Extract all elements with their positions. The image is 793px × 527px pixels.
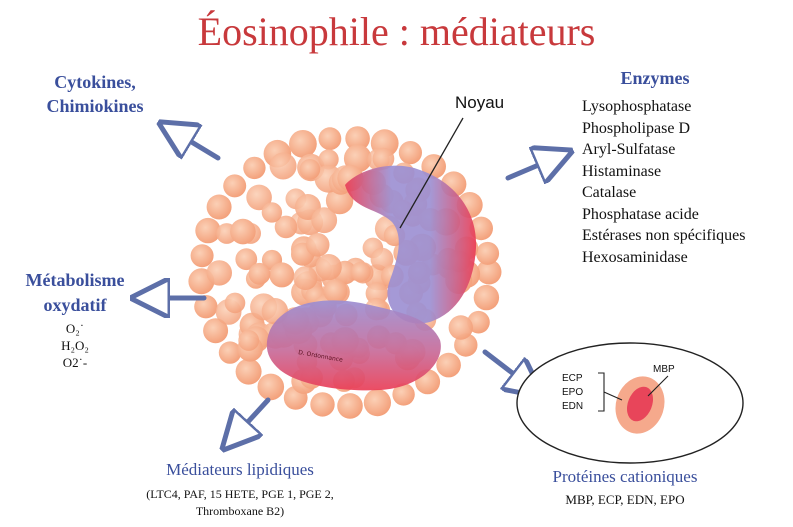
- granule: [310, 392, 334, 416]
- granule: [436, 353, 461, 378]
- granule: [311, 207, 337, 233]
- granule: [316, 254, 342, 280]
- granule: [306, 233, 330, 257]
- granule: [236, 359, 262, 385]
- granule: [269, 262, 294, 287]
- granule: [364, 389, 391, 416]
- granule: [351, 262, 371, 282]
- granule: [337, 393, 363, 419]
- granule: [258, 374, 285, 401]
- granule: [293, 266, 317, 290]
- granule-label-ecp: ECP: [562, 373, 583, 384]
- granule: [270, 153, 297, 180]
- granule: [207, 195, 232, 220]
- granule: [449, 315, 473, 339]
- arrow-cytokines: [175, 132, 218, 158]
- granule-label-epo: EPO: [562, 387, 583, 398]
- arrow-lipidiques: [235, 400, 268, 436]
- granule: [319, 127, 342, 150]
- granule: [207, 260, 232, 285]
- granule: [219, 341, 241, 363]
- granule: [474, 285, 499, 310]
- arrow-proteines: [485, 352, 528, 385]
- granule: [249, 263, 271, 285]
- granule: [191, 244, 214, 267]
- granule: [223, 174, 246, 197]
- granule: [289, 130, 317, 158]
- granule-label-edn: EDN: [562, 401, 583, 412]
- granule: [225, 293, 246, 314]
- granule: [262, 202, 282, 222]
- granule: [238, 330, 259, 351]
- granule: [300, 159, 321, 180]
- granule: [230, 219, 256, 245]
- arrow-enzymes: [508, 158, 555, 178]
- granule: [243, 157, 265, 179]
- noyau-label: Noyau: [455, 93, 504, 112]
- granule-label-mbp: MBP: [653, 364, 675, 375]
- granule: [399, 141, 422, 164]
- granule: [476, 242, 499, 265]
- granule: [323, 279, 347, 303]
